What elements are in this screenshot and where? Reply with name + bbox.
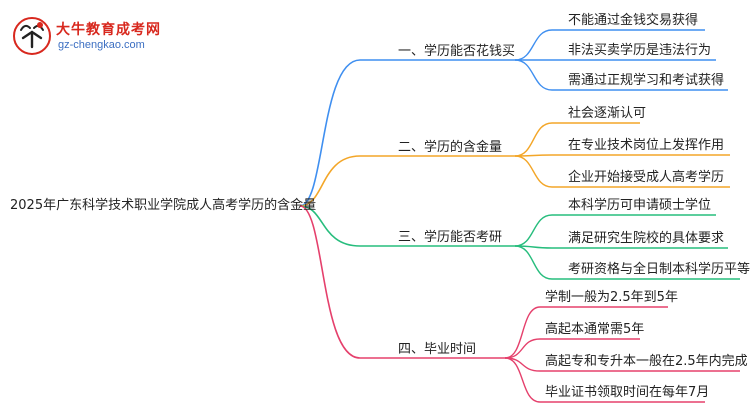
logo-name: 大牛教育成考网 <box>56 22 161 38</box>
link-b2-leaf-3 <box>514 155 730 188</box>
link-root-branch-3 <box>299 205 515 247</box>
link-b4-leaf-3 <box>504 357 740 372</box>
b4-leaf-3: 高起专和专升本一般在2.5年内完成 <box>545 354 748 369</box>
b2-leaf-1: 社会逐渐认可 <box>568 106 647 121</box>
branch-3-label: 三、学历能否考研 <box>398 230 503 245</box>
branch-4-label: 四、毕业时间 <box>398 342 477 357</box>
link-b2-leaf-1 <box>514 122 640 157</box>
root-node: 2025年广东科学技术职业学院成人高考学历的含金量 <box>10 198 317 213</box>
link-root-branch-2 <box>299 155 515 207</box>
bull-logo-icon <box>13 17 51 55</box>
b1-leaf-1: 不能通过金钱交易获得 <box>568 13 699 28</box>
link-b4-leaf-4 <box>504 357 705 403</box>
link-b4-leaf-1 <box>504 306 668 359</box>
link-root-branch-1 <box>299 59 515 207</box>
link-b1-leaf-3 <box>514 59 728 91</box>
link-root-branch-4 <box>299 205 505 359</box>
branch-1-label: 一、学历能否花钱买 <box>398 44 516 59</box>
b2-leaf-3: 企业开始接受成人高考学历 <box>568 170 725 185</box>
b2-leaf-2: 在专业技术岗位上发挥作用 <box>568 138 725 153</box>
b4-leaf-4: 毕业证书领取时间在每年7月 <box>545 385 710 400</box>
link-b3-leaf-1 <box>514 214 716 247</box>
logo-url: gz-chengkao.com <box>58 39 145 51</box>
link-b3-leaf-2 <box>514 245 728 249</box>
branch-2-label: 二、学历的含金量 <box>398 140 503 155</box>
link-b2-leaf-2 <box>514 154 730 157</box>
link-b3-leaf-3 <box>514 245 740 280</box>
b3-leaf-3: 考研资格与全日制本科学历平等 <box>568 262 750 277</box>
b4-leaf-2: 高起本通常需5年 <box>545 322 645 337</box>
b3-leaf-1: 本科学历可申请硕士学位 <box>568 198 712 213</box>
link-b1-leaf-1 <box>514 29 705 61</box>
b3-leaf-2: 满足研究生院校的具体要求 <box>568 231 725 246</box>
b1-leaf-2: 非法买卖学历是违法行为 <box>568 43 712 58</box>
b1-leaf-3: 需通过正规学习和考试获得 <box>568 73 725 88</box>
link-b4-leaf-2 <box>504 338 640 359</box>
site-logo: 大牛教育成考网 gz-chengkao.com <box>12 16 162 56</box>
b4-leaf-1: 学制一般为2.5年到5年 <box>545 290 678 305</box>
